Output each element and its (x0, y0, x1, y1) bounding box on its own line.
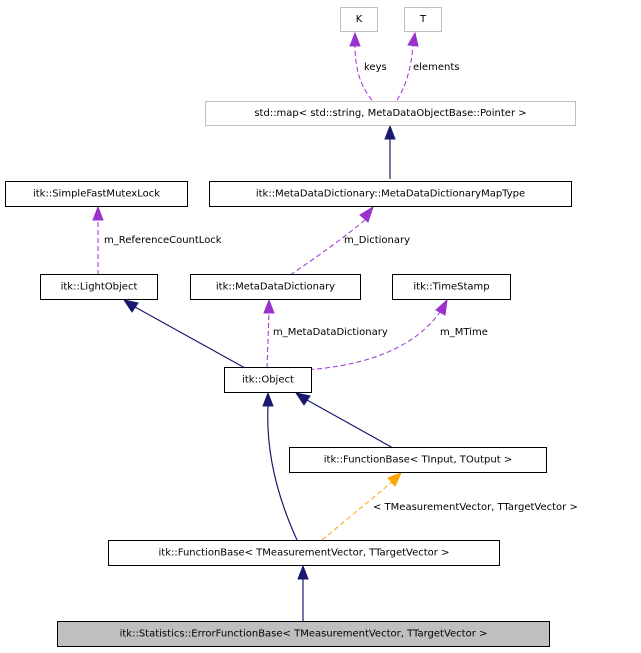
svg-text:itk::SimpleFastMutexLock: itk::SimpleFastMutexLock (33, 189, 160, 200)
node-time-stamp[interactable]: itk::TimeStamp (392, 274, 511, 300)
svg-text:itk::TimeStamp: itk::TimeStamp (413, 282, 489, 293)
node-metadata-dictionary-map-type[interactable]: itk::MetaDataDictionary::MetaDataDiction… (209, 181, 572, 207)
arrowhead-mtime (435, 298, 448, 316)
arrowhead-fbmt-object (262, 391, 274, 407)
edge-label-mtime: m_MTime (440, 327, 488, 338)
svg-text:itk::MetaDataDictionary: itk::MetaDataDictionary (216, 282, 335, 293)
node-function-base-tmeasurement-ttarget[interactable]: itk::FunctionBase< TMeasurementVector, T… (108, 540, 500, 566)
arrowhead-object-light (122, 299, 139, 313)
edge-label-template: < TMeasurementVector, TTargetVector > (373, 502, 578, 513)
svg-text:itk::MetaDataDictionary::MetaD: itk::MetaDataDictionary::MetaDataDiction… (256, 189, 525, 200)
edge-template (321, 481, 393, 541)
edge-keys (354, 45, 373, 101)
edge-label-keys: keys (364, 62, 387, 73)
node-simple-fast-mutex-lock[interactable]: itk::SimpleFastMutexLock (5, 181, 188, 207)
edge-fbio-object (306, 399, 394, 449)
edge-label-dictionary: m_Dictionary (344, 235, 410, 246)
node-error-function-base[interactable]: itk::Statistics::ErrorFunctionBase< TMea… (57, 621, 550, 647)
arrowhead-elements (407, 31, 419, 47)
svg-text:itk::Object: itk::Object (242, 375, 294, 386)
edge-elements (396, 45, 414, 101)
svg-text:itk::FunctionBase< TMeasuremen: itk::FunctionBase< TMeasurementVector, T… (159, 548, 450, 559)
edge-meta-dict (266, 311, 270, 369)
edge-dictionary (289, 219, 366, 276)
svg-text:itk::Statistics::ErrorFunction: itk::Statistics::ErrorFunctionBase< TMea… (120, 629, 488, 640)
node-function-base-tinput-toutput[interactable]: itk::FunctionBase< TInput, TOutput > (289, 447, 547, 473)
arrowhead-error-fbmt (297, 564, 309, 580)
node-light-object[interactable]: itk::LightObject (40, 274, 158, 300)
svg-text:T: T (419, 14, 427, 25)
node-std-map[interactable]: std::map< std::string, MetaDataObjectBas… (205, 101, 576, 126)
edge-fbmt-object (267, 405, 298, 541)
svg-text:itk::FunctionBase< TInput, TOu: itk::FunctionBase< TInput, TOutput > (324, 455, 512, 466)
node-metadata-dictionary[interactable]: itk::MetaDataDictionary (190, 274, 361, 300)
node-object[interactable]: itk::Object (224, 367, 312, 393)
arrowhead-ref-lock (92, 205, 104, 221)
svg-text:itk::LightObject: itk::LightObject (61, 282, 138, 293)
edge-mtime (284, 311, 441, 372)
edge-label-ref-lock: m_ReferenceCountLock (104, 235, 222, 246)
edge-object-light (134, 306, 246, 369)
arrowhead-template (387, 472, 402, 487)
arrowhead-map-inherit (384, 124, 396, 140)
arrowhead-meta-dict (263, 298, 275, 314)
edge-label-meta-dict: m_MetaDataDictionary (273, 327, 388, 338)
arrowhead-fbio-object (294, 392, 311, 406)
svg-text:K: K (356, 14, 363, 25)
node-k[interactable]: K (340, 7, 378, 32)
edge-label-elements: elements (413, 62, 459, 73)
arrowhead-keys (349, 31, 361, 47)
arrowhead-dictionary (359, 205, 374, 223)
node-t[interactable]: T (404, 7, 442, 32)
svg-text:std::map< std::string, MetaDat: std::map< std::string, MetaDataObjectBas… (254, 108, 526, 119)
